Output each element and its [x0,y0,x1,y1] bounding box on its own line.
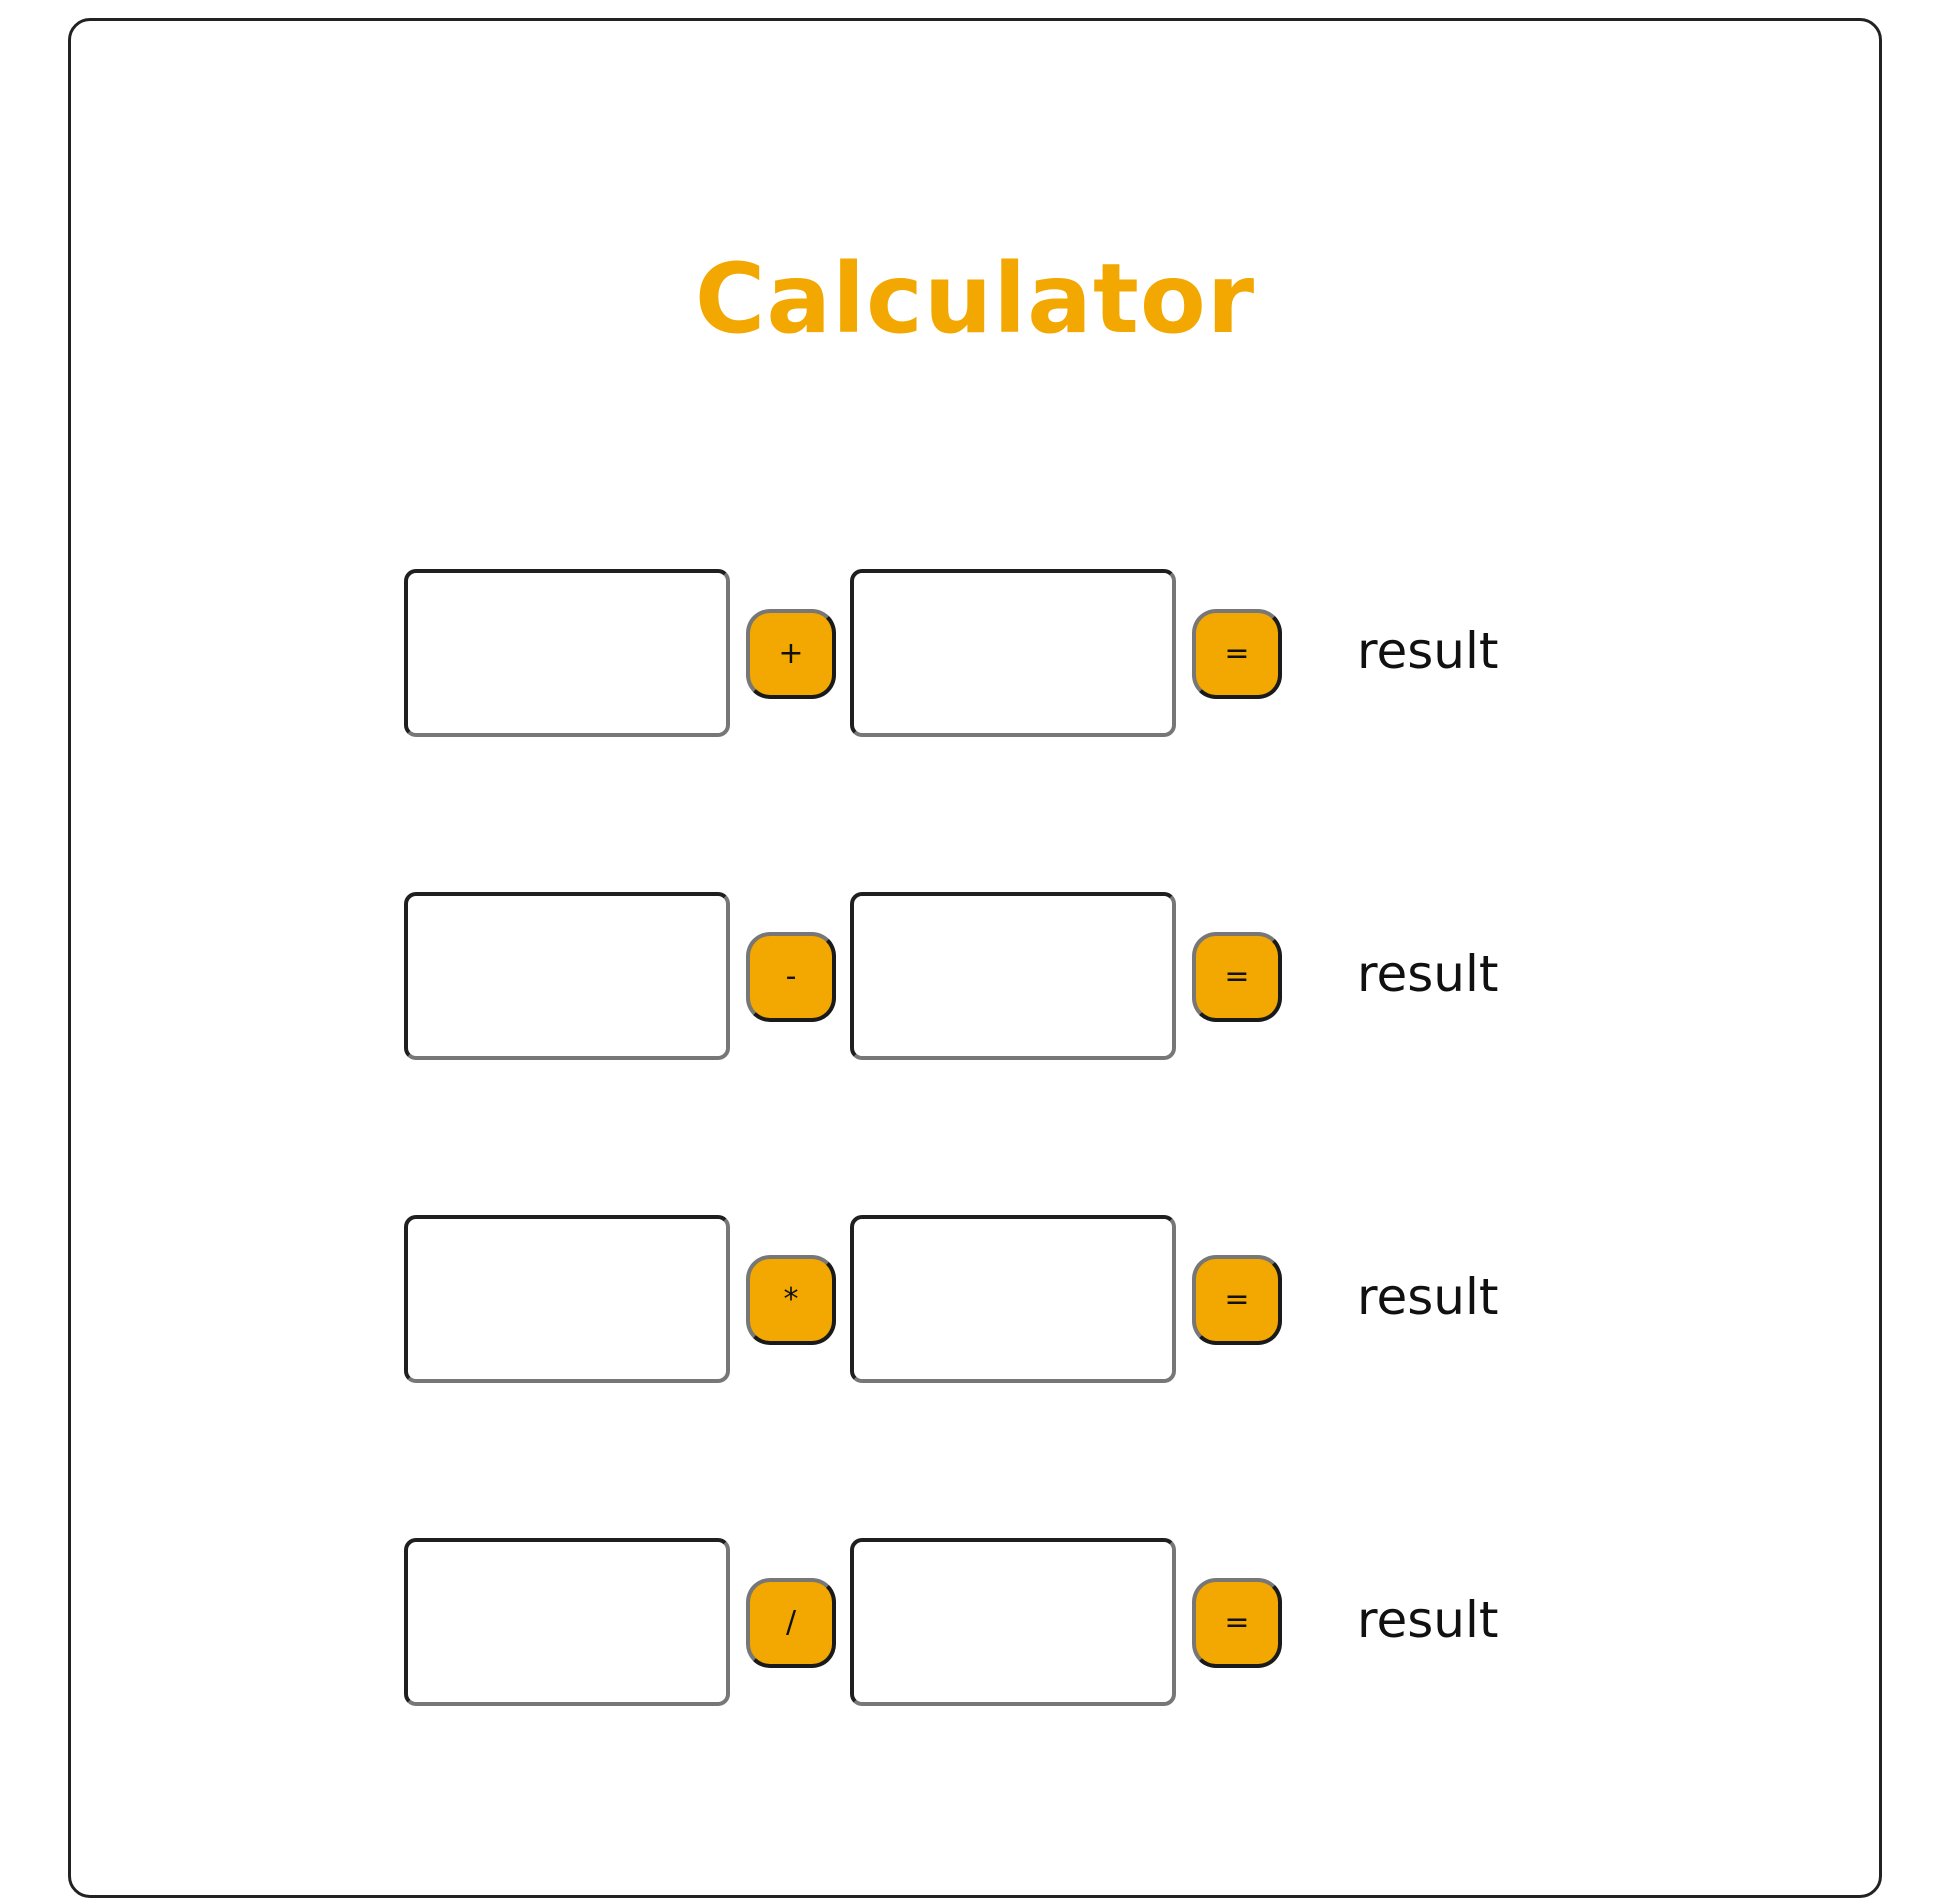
divide-button[interactable]: / [746,1578,836,1668]
multiply-button[interactable]: * [746,1255,836,1345]
division-row: / = result [71,1538,1879,1708]
division-operand-b-input[interactable] [850,1538,1176,1706]
multiplication-equals-button[interactable]: = [1192,1255,1282,1345]
multiplication-operand-a-input[interactable] [404,1215,730,1383]
page-title: Calculator [694,243,1256,355]
calculator-panel: Calculator + = result - = result * = res… [68,18,1882,1898]
addition-equals-button[interactable]: = [1192,609,1282,699]
addition-operand-a-input[interactable] [404,569,730,737]
subtraction-operand-a-input[interactable] [404,892,730,1060]
division-equals-button[interactable]: = [1192,1578,1282,1668]
addition-row: + = result [71,569,1879,739]
subtraction-operand-b-input[interactable] [850,892,1176,1060]
addition-operand-b-input[interactable] [850,569,1176,737]
multiplication-row: * = result [71,1215,1879,1385]
multiplication-operand-b-input[interactable] [850,1215,1176,1383]
subtraction-row: - = result [71,892,1879,1062]
division-result: result [1357,1591,1499,1649]
addition-result: result [1357,622,1499,680]
multiplication-result: result [1357,1268,1499,1326]
subtraction-result: result [1357,945,1499,1003]
subtraction-equals-button[interactable]: = [1192,932,1282,1022]
subtract-button[interactable]: - [746,932,836,1022]
add-button[interactable]: + [746,609,836,699]
division-operand-a-input[interactable] [404,1538,730,1706]
